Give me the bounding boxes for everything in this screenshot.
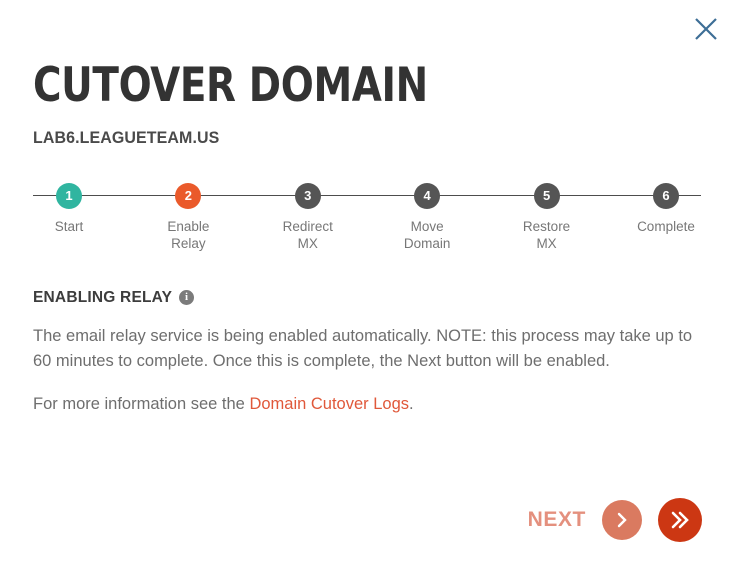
- step-5-bubble: 5: [533, 182, 560, 209]
- step-4-move-domain[interactable]: 4 Move Domain: [391, 182, 463, 252]
- step-6-bubble: 6: [652, 182, 679, 209]
- step-1-bubble: 1: [56, 182, 82, 209]
- info-icon[interactable]: i: [179, 290, 195, 306]
- close-icon: [693, 16, 719, 42]
- step-4-label: Move Domain: [403, 218, 451, 251]
- more-info-suffix: .: [409, 394, 414, 413]
- chevron-double-right-icon: [668, 508, 692, 532]
- page-title: CUTOVER DOMAIN: [33, 58, 428, 113]
- more-info-paragraph: For more information see the Domain Cuto…: [33, 392, 701, 417]
- step-3-redirect-mx[interactable]: 3 Redirect MX: [272, 182, 344, 252]
- step-1-label: Start: [54, 218, 84, 234]
- chevron-right-icon: [612, 510, 632, 530]
- section-heading: ENABLING RELAY i: [33, 289, 702, 307]
- step-2-label: Enable Relay: [167, 218, 210, 251]
- step-1-start[interactable]: 1 Start: [33, 182, 105, 235]
- skip-to-end-button[interactable]: [658, 498, 702, 542]
- status-paragraph: The email relay service is being enabled…: [33, 326, 693, 370]
- step-2-enable-relay[interactable]: 2 Enable Relay: [152, 182, 224, 252]
- wizard-header: CUTOVER DOMAIN LAB6.LEAGUETEAM.US: [0, 0, 735, 148]
- next-label: NEXT: [527, 508, 586, 531]
- next-button[interactable]: [602, 500, 642, 540]
- step-4-bubble: 4: [414, 182, 441, 209]
- step-2-bubble: 2: [175, 182, 202, 209]
- wizard-content: ENABLING RELAY i The email relay service…: [0, 289, 735, 417]
- stepper-connector-line: [33, 194, 701, 196]
- step-6-label: Complete: [637, 218, 695, 234]
- step-3-label: Redirect MX: [282, 218, 333, 251]
- step-5-label: Restore MX: [522, 218, 571, 251]
- wizard-stepper: 1 Start 2 Enable Relay 3 Redirect MX 4 M…: [0, 182, 735, 275]
- wizard-footer: NEXT: [528, 498, 702, 542]
- close-dialog-button[interactable]: [687, 10, 725, 48]
- step-6-complete[interactable]: 6 Complete: [630, 182, 702, 235]
- more-info-prefix: For more information see the: [33, 394, 250, 413]
- section-heading-text: ENABLING RELAY: [33, 288, 173, 306]
- step-3-bubble: 3: [294, 182, 321, 209]
- domain-name-subtitle: LAB6.LEAGUETEAM.US: [33, 127, 220, 147]
- step-5-restore-mx[interactable]: 5 Restore MX: [511, 182, 583, 252]
- domain-cutover-logs-link[interactable]: Domain Cutover Logs: [249, 394, 410, 413]
